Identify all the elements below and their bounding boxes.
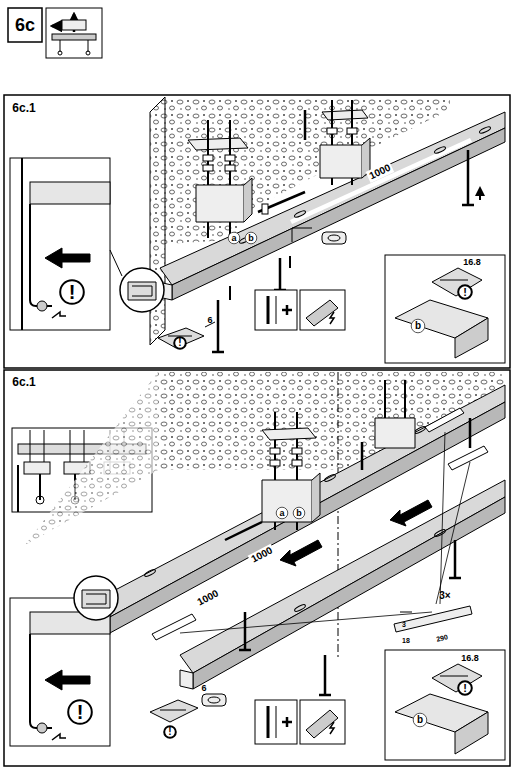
part-callout: a	[227, 231, 241, 245]
tool-setting: 16.8	[461, 654, 479, 663]
warning-mark: !	[168, 727, 171, 737]
warning-symbol: !	[457, 680, 473, 696]
dimension: 1000	[366, 161, 395, 183]
tool-setting: 6	[207, 316, 212, 325]
dimension: 1000	[194, 587, 223, 610]
magnifier	[120, 268, 164, 312]
hint-inset	[255, 700, 345, 744]
warning-mark: !	[77, 702, 84, 722]
warning-symbol: !	[59, 279, 85, 305]
callout-letter: b	[417, 715, 423, 725]
warning-symbol: !	[67, 699, 93, 725]
callout-letter: b	[296, 509, 302, 518]
center-line	[338, 372, 339, 660]
callout-letter: b	[248, 234, 254, 243]
ceiling-bracket	[225, 380, 415, 540]
joint-plate	[180, 432, 472, 633]
tool-icon	[158, 322, 215, 348]
step-label: 6c.1	[12, 376, 35, 388]
hint-inset	[255, 290, 345, 330]
warning-symbol: !	[457, 284, 473, 300]
dimension: 1000	[248, 544, 277, 567]
step-box	[8, 8, 42, 42]
warning-mark: !	[178, 338, 181, 348]
dimension: 3	[402, 621, 406, 628]
part-callout: a	[275, 506, 289, 520]
step-number: 6c	[15, 16, 35, 34]
part-callout: b	[412, 712, 428, 728]
warning-mark: !	[463, 287, 467, 298]
warning-mark: !	[463, 683, 467, 694]
step-label: 6c.1	[12, 102, 35, 114]
tool-icon	[150, 700, 198, 722]
warning-symbol: !	[163, 725, 177, 739]
quantity: 3×	[439, 591, 450, 601]
callout-letter: a	[231, 234, 236, 243]
ceiling-bracket	[188, 100, 370, 238]
part-callout: b	[410, 318, 426, 334]
plate-inset	[385, 650, 505, 760]
dimension: 18	[402, 637, 410, 644]
dimension: 290	[435, 633, 448, 643]
tool-setting: 6	[201, 684, 206, 693]
spirit-level	[202, 694, 226, 706]
detail-inset	[10, 158, 122, 330]
warning-mark: !	[69, 282, 76, 302]
warning-symbol: !	[173, 336, 187, 350]
part-callout: b	[292, 506, 306, 520]
callout-letter: a	[279, 509, 284, 518]
step-icon	[46, 8, 102, 58]
track-rail	[62, 385, 505, 689]
plate-inset	[385, 255, 505, 363]
part-callout: b	[244, 231, 258, 245]
tool-setting: 16.8	[463, 258, 481, 267]
spirit-level	[292, 228, 346, 244]
callout-letter: b	[415, 321, 421, 331]
magnifier	[74, 576, 118, 620]
